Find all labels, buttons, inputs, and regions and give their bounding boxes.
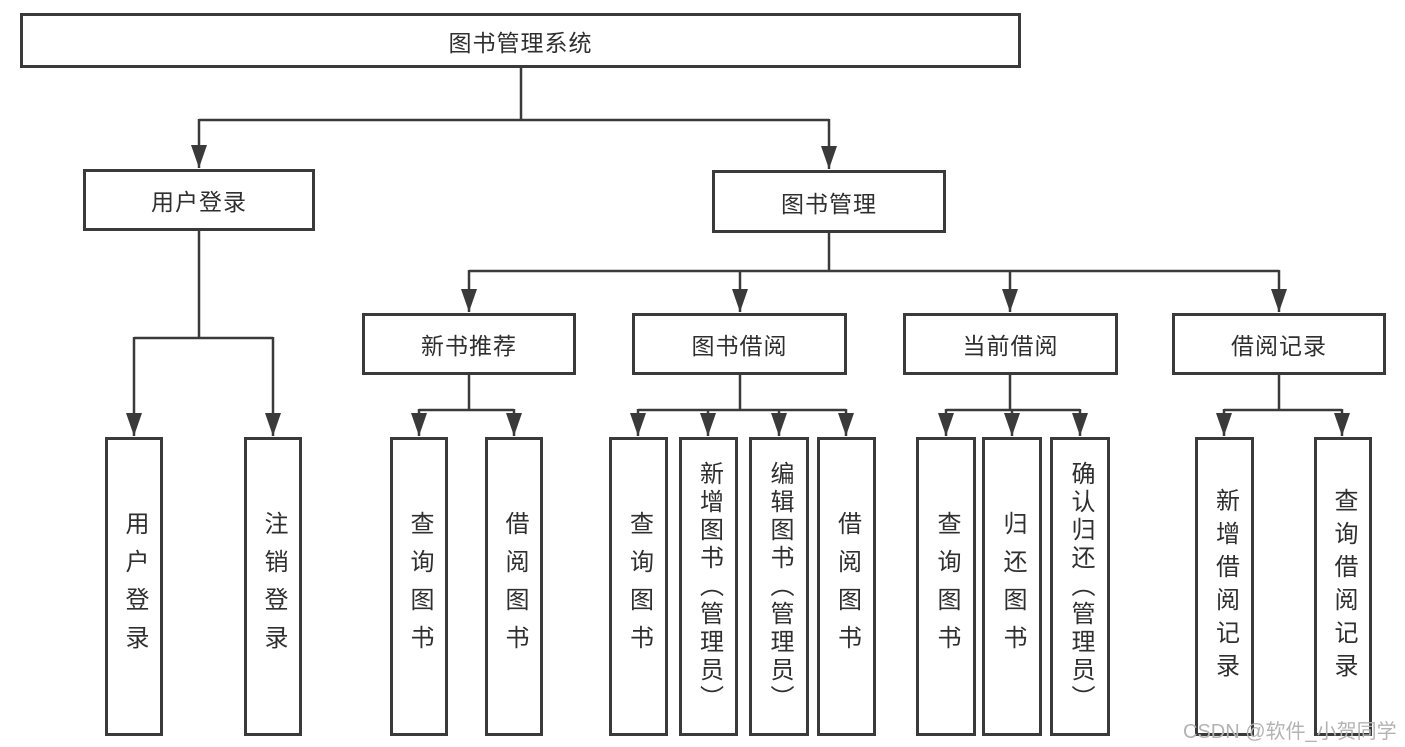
branch-current-borrow [938,375,1088,436]
node-label: 查询图书 [625,510,653,663]
node-leaf-logout: 注销登录 [244,437,302,736]
node-book-management: 图书管理 [712,170,946,233]
node-label: 借阅图书 [833,510,861,663]
node-leaf-add-borrow-record: 新增借阅记录 [1195,437,1254,736]
node-leaf-return-books: 归还图书 [982,437,1042,736]
node-leaf-edit-books-admin: 编辑图书（管理员） [749,437,809,736]
node-user-login: 用户登录 [83,169,315,231]
csdn-watermark: CSDN @软件_小贺同学 [1183,721,1397,743]
node-label: 图书借阅 [691,333,788,359]
branch-root [191,68,837,169]
node-label: 借阅记录 [1231,333,1327,359]
node-label: 编辑图书（管理员） [766,460,793,713]
node-label: 查询图书 [933,510,960,663]
node-label: 图书管理 [781,190,877,217]
node-label: 查询图书 [406,510,433,663]
node-leaf-confirm-return-admin: 确认归还（管理员） [1050,437,1110,736]
node-leaf-query-books-current: 查询图书 [916,437,976,736]
node-label: 新书推荐 [421,333,517,359]
node-book-borrow: 图书借阅 [632,313,847,375]
node-leaf-query-books-recommend: 查询图书 [390,437,448,736]
node-leaf-borrow-books-recommend: 借阅图书 [485,437,543,736]
node-root-library-system: 图书管理系统 [20,13,1021,68]
node-leaf-add-books-admin: 新增图书（管理员） [679,437,738,736]
node-label: 用户登录 [121,510,148,663]
node-label: 借阅图书 [501,510,528,663]
node-leaf-user-login: 用户登录 [105,437,163,736]
node-current-borrow: 当前借阅 [903,313,1118,375]
branch-book-borrow [630,375,854,436]
node-leaf-query-books-borrow: 查询图书 [609,437,668,736]
node-label: 确认归还（管理员） [1067,460,1094,713]
branch-user-login [126,231,281,436]
node-label: 用户登录 [151,189,247,215]
node-label: 查询借阅记录 [1330,487,1357,686]
node-label: 当前借阅 [962,333,1059,359]
branch-borrow-records [1216,375,1350,436]
node-label: 注销登录 [260,510,287,663]
node-label: 新增图书（管理员） [695,460,723,713]
branch-new-book-recommend [411,375,522,436]
node-leaf-query-borrow-record: 查询借阅记录 [1314,437,1372,736]
node-label: 图书管理系统 [448,29,593,56]
node-label: 归还图书 [999,510,1026,663]
branch-book-management [461,233,1287,312]
node-label: 新增借阅记录 [1211,487,1239,686]
node-borrow-records: 借阅记录 [1172,313,1386,375]
node-new-book-recommend: 新书推荐 [362,313,576,375]
node-leaf-borrow-books: 借阅图书 [817,437,876,736]
